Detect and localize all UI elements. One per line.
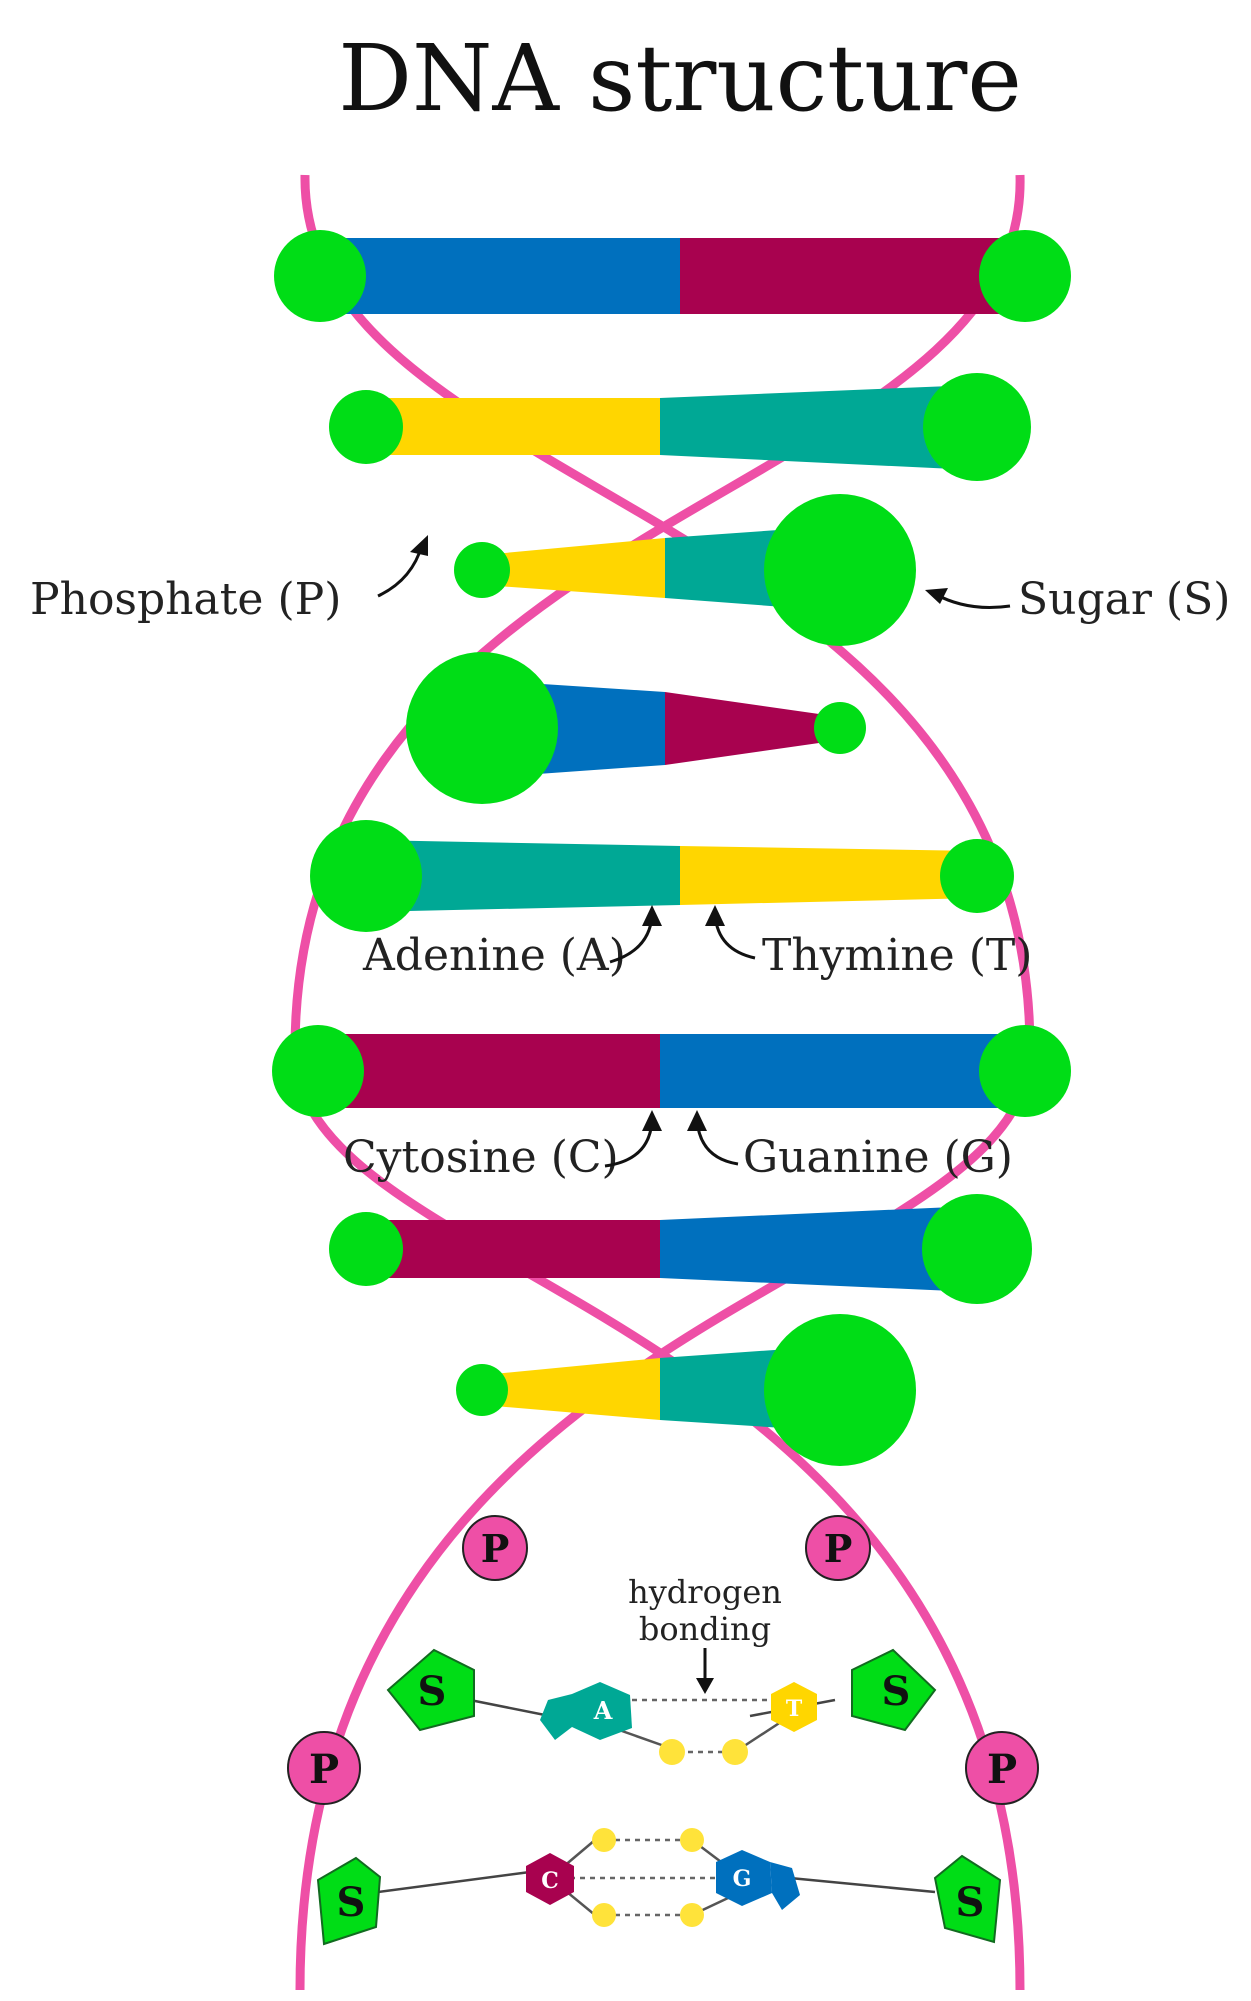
- cytosine-molecule: C: [526, 1853, 574, 1905]
- sugar-node: [979, 1025, 1071, 1117]
- guanine-hexagon: [716, 1850, 772, 1906]
- sugar-arrowhead: [925, 588, 948, 604]
- sugar-pentagon: [851, 1648, 937, 1732]
- hydrogen-dot: [680, 1903, 704, 1927]
- phosphate-glyph: P: [309, 1746, 339, 1793]
- sugar-node: [329, 390, 403, 464]
- adenine-hexagon: [572, 1682, 632, 1740]
- sugar-label: Sugar (S): [1018, 574, 1230, 625]
- sugar-node: [814, 702, 866, 754]
- hydrogen-dot: [592, 1828, 616, 1852]
- sugar-base-bonds: [377, 1698, 936, 1894]
- cytosine-segment: [665, 692, 840, 765]
- adenine-molecule: A: [540, 1682, 632, 1740]
- thymine-hexagon: [771, 1682, 817, 1732]
- phosphate-label: Phosphate (P): [30, 574, 341, 625]
- phosphate-circle: [805, 1515, 871, 1581]
- base-pair-rung-6: [272, 1025, 1071, 1117]
- sugar-node: [764, 1314, 916, 1466]
- base-pair-rung-3: [454, 494, 916, 646]
- hydrogen-bonding-label-line1: hydrogen: [628, 1573, 782, 1611]
- base-pair-rung-1: [274, 230, 1071, 322]
- sugar-node: [274, 230, 366, 322]
- guanine-segment: [320, 238, 680, 314]
- sugar-glyph: S: [882, 1668, 911, 1715]
- phosphate-circle: [287, 1731, 361, 1805]
- hydrogen-dot: [592, 1903, 616, 1927]
- guanine-ring: [770, 1862, 800, 1910]
- sugar-node: [922, 1194, 1032, 1304]
- thymine-segment: [483, 1358, 660, 1420]
- thymine-molecule: T: [771, 1682, 817, 1732]
- cytosine-segment: [365, 1220, 660, 1278]
- sugar-node: [310, 820, 422, 932]
- thymine-segment: [680, 846, 978, 905]
- adenine-segment: [365, 840, 680, 912]
- phosphate-circle: [462, 1515, 528, 1581]
- adenine-ring: [540, 1694, 572, 1740]
- cytosine-hexagon: [526, 1853, 574, 1905]
- sugar-glyph: S: [418, 1668, 447, 1715]
- hydrogen-dot: [680, 1828, 704, 1852]
- sugar-node: [456, 1364, 508, 1416]
- phosphate-group: P P P P: [287, 1515, 1039, 1805]
- guanine-glyph: G: [733, 1866, 752, 1892]
- phosphate-arrowhead: [410, 535, 428, 556]
- page-title: DNA structure: [338, 25, 1022, 132]
- cytosine-label: Cytosine (C): [343, 1132, 619, 1183]
- base-pair-rung-5: [310, 820, 1014, 932]
- phosphate-glyph: P: [987, 1746, 1017, 1793]
- sugar-arrow: [934, 592, 1011, 609]
- phosphate-glyph: P: [824, 1526, 853, 1571]
- thymine-arrowhead: [705, 905, 725, 926]
- sugar-node: [406, 652, 558, 804]
- phosphate-circle: [965, 1731, 1039, 1805]
- guanine-label: Guanine (G): [743, 1132, 1013, 1183]
- thymine-glyph: T: [786, 1696, 803, 1722]
- sugar-pentagon: [316, 1856, 382, 1946]
- guanine-segment: [660, 1206, 975, 1292]
- cytosine-arrowhead: [642, 1110, 662, 1131]
- thymine-label: Thymine (T): [762, 930, 1032, 981]
- cytosine-segment: [680, 238, 1020, 314]
- adenine-label: Adenine (A): [362, 930, 626, 981]
- guanine-arrowhead: [687, 1110, 707, 1131]
- adenine-segment: [660, 385, 975, 470]
- hydrogen-dot: [722, 1739, 748, 1765]
- hydrogen-dot: [659, 1739, 685, 1765]
- sugar-node: [923, 373, 1031, 481]
- hydrogen-bonding-arrowhead: [696, 1678, 714, 1694]
- hydrogen-bonding-label-line2: bonding: [639, 1610, 771, 1648]
- base-pair-rung-4: [406, 652, 866, 804]
- adenine-arrowhead: [642, 905, 662, 926]
- cytosine-segment: [320, 1034, 660, 1108]
- callouts: Phosphate (P) Sugar (S) Adenine (A) Thym…: [30, 535, 1230, 1183]
- guanine-molecule: G: [716, 1850, 800, 1910]
- thymine-segment: [483, 538, 665, 598]
- sugar-glyph: S: [956, 1879, 985, 1926]
- sugar-group: S S S S: [316, 1648, 1002, 1946]
- base-pair-rung-8: [456, 1314, 916, 1466]
- thymine-segment: [365, 398, 660, 455]
- sugar-node: [940, 839, 1014, 913]
- cytosine-glyph: C: [541, 1868, 559, 1894]
- base-pair-rung-2: [329, 373, 1031, 481]
- base-pair-rung-7: [329, 1194, 1032, 1304]
- molecular-detail: hydrogen bonding P P P P S S S S: [287, 1515, 1039, 1946]
- sugar-node: [272, 1025, 364, 1117]
- phosphate-glyph: P: [481, 1526, 510, 1571]
- sugar-glyph: S: [337, 1879, 366, 1926]
- sugar-node: [764, 494, 916, 646]
- hydrogen-atoms: [592, 1739, 748, 1927]
- adenine-glyph: A: [593, 1696, 613, 1725]
- sugar-node: [329, 1212, 403, 1286]
- hydrogen-bonds: [560, 1698, 772, 1917]
- sugar-node: [979, 230, 1071, 322]
- guanine-segment: [660, 1034, 1022, 1108]
- base-pairs: [272, 230, 1071, 1466]
- sugar-node: [454, 542, 510, 598]
- sugar-pentagon: [933, 1854, 1002, 1944]
- sugar-pentagon: [386, 1648, 475, 1732]
